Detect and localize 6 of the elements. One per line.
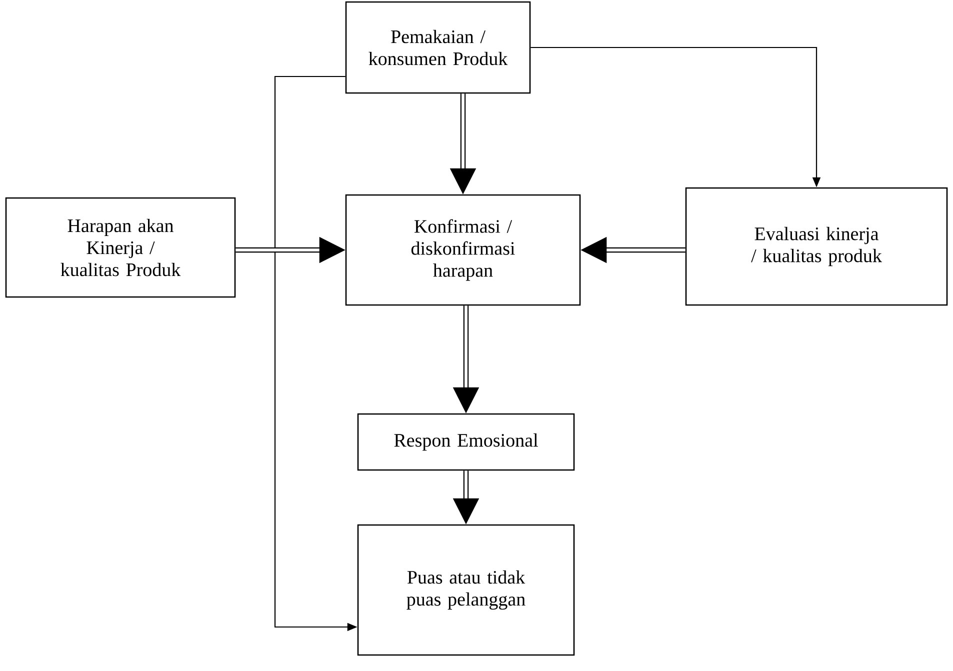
process-box: Evaluasi kinerja / kualitas produk	[685, 187, 948, 306]
process-box: Puas atau tidak puas pelanggan	[357, 524, 575, 656]
process-box: Konfirmasi / diskonfirmasi harapan	[345, 194, 581, 306]
process-box: Pemakaian / konsumen Produk	[345, 1, 531, 94]
process-box: Respon Emosional	[357, 413, 575, 471]
process-box: Harapan akan Kinerja / kualitas Produk	[5, 197, 236, 298]
